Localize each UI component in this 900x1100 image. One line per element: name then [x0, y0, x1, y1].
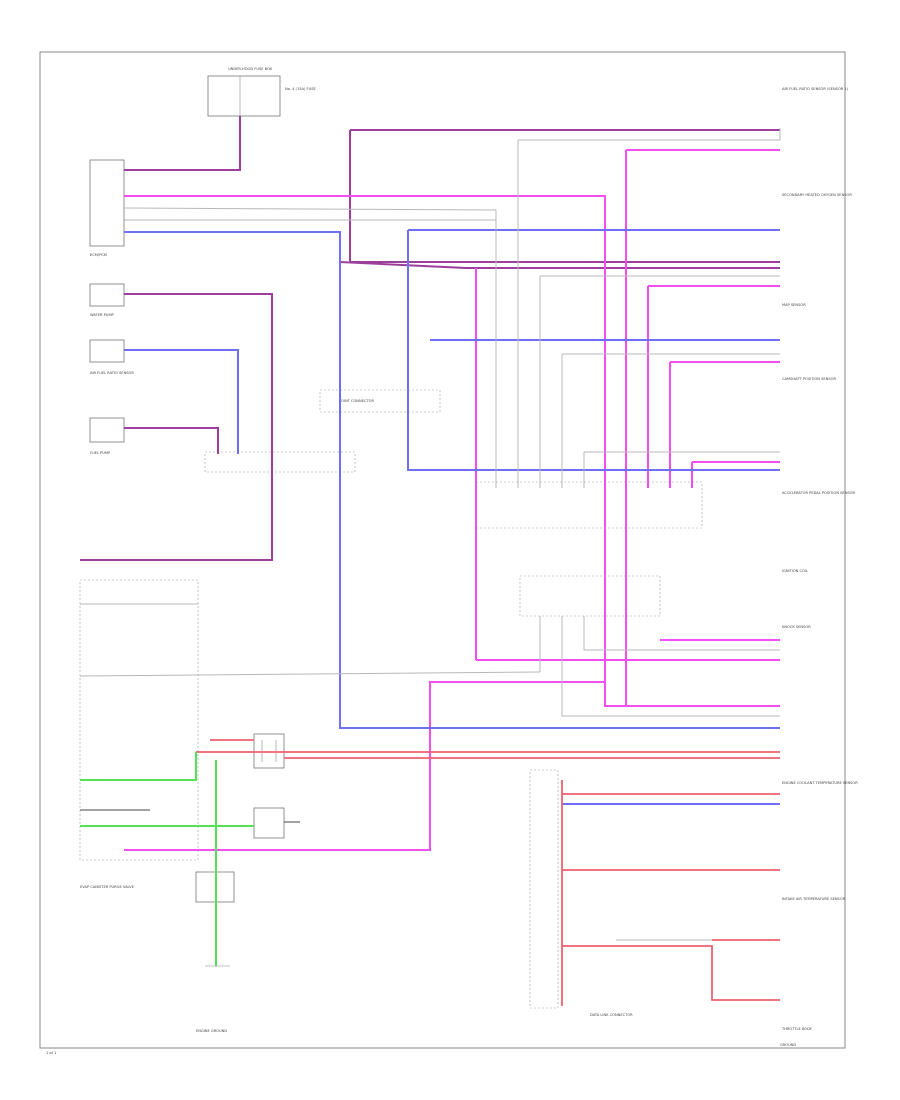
right-mid-label-2: CAMSHAFT POSITION SENSOR — [782, 377, 836, 381]
central-connector — [475, 481, 703, 529]
right-low-label-3: INTAKE AIR TEMPERATURE SENSOR — [782, 897, 846, 901]
right-low-label-1: KNOCK SENSOR — [782, 625, 811, 629]
fuel-pump-label: FUEL PUMP — [90, 451, 111, 455]
top-fuse-detail: No. 4 (15A) FUSE — [285, 87, 316, 91]
right-low-label-4: THROTTLE BODY — [781, 1027, 813, 1031]
mid-connector: JOINT CONNECTOR — [319, 389, 441, 413]
bottom-center-label: ENGINE GROUND — [196, 1029, 227, 1033]
top-fuse-label: UNDER-HOOD FUSE BOX — [228, 67, 273, 71]
left-pin-column — [79, 579, 199, 861]
bottom-right-label: GROUND — [780, 1043, 796, 1047]
ecm-block: ECM/PCM — [89, 159, 125, 257]
water-pump-box: WATER PUMP — [89, 283, 125, 317]
relay-2 — [253, 807, 285, 839]
right-top-label-1: AIR FUEL RATIO SENSOR (SENSOR 1) — [782, 87, 849, 91]
right-mid-label-3: ACCELERATOR PEDAL POSITION SENSOR — [782, 491, 855, 495]
magenta-wires — [124, 149, 780, 851]
fuel-pump-box: FUEL PUMP — [89, 417, 125, 455]
water-pump-label: WATER PUMP — [90, 313, 115, 317]
blue-wires — [124, 229, 780, 805]
top-fuse-box: UNDER-HOOD FUSE BOX No. 4 (15A) FUSE — [207, 67, 316, 117]
bottom-mid-label: DATA LINK CONNECTOR — [590, 1013, 633, 1017]
ecm-label: ECM/PCM — [90, 253, 107, 257]
right-mid-label-4: IGNITION COIL — [782, 569, 808, 573]
air-fuel-sensor-label: AIR FUEL RATIO SENSOR — [90, 371, 134, 375]
lower-central-connector — [519, 575, 661, 617]
right-low-label-2: ENGINE COOLANT TEMPERATURE SENSOR — [782, 781, 858, 785]
bottom-left-label: EVAP CANISTER PURGE VALVE — [80, 885, 135, 889]
red-wires — [196, 739, 780, 1006]
relay-1 — [253, 733, 285, 769]
mid-connector-label: JOINT CONNECTOR — [339, 399, 374, 403]
air-fuel-sensor-box: AIR FUEL RATIO SENSOR — [89, 339, 134, 375]
page-number: 1 of 1 — [46, 1051, 56, 1055]
bottom-connector — [529, 769, 559, 1009]
green-wires — [80, 752, 254, 966]
black-wires — [80, 809, 300, 823]
right-top-label-2: SECONDARY HEATED OXYGEN SENSOR — [782, 193, 852, 197]
right-labels: AIR FUEL RATIO SENSOR (SENSOR 1) SECONDA… — [781, 87, 858, 1031]
gray-wires — [79, 128, 781, 941]
right-mid-label-1: MAP SENSOR — [782, 303, 806, 307]
purple-wires — [80, 116, 780, 561]
left-connector-row — [204, 451, 356, 473]
diagram-frame — [39, 51, 846, 1049]
